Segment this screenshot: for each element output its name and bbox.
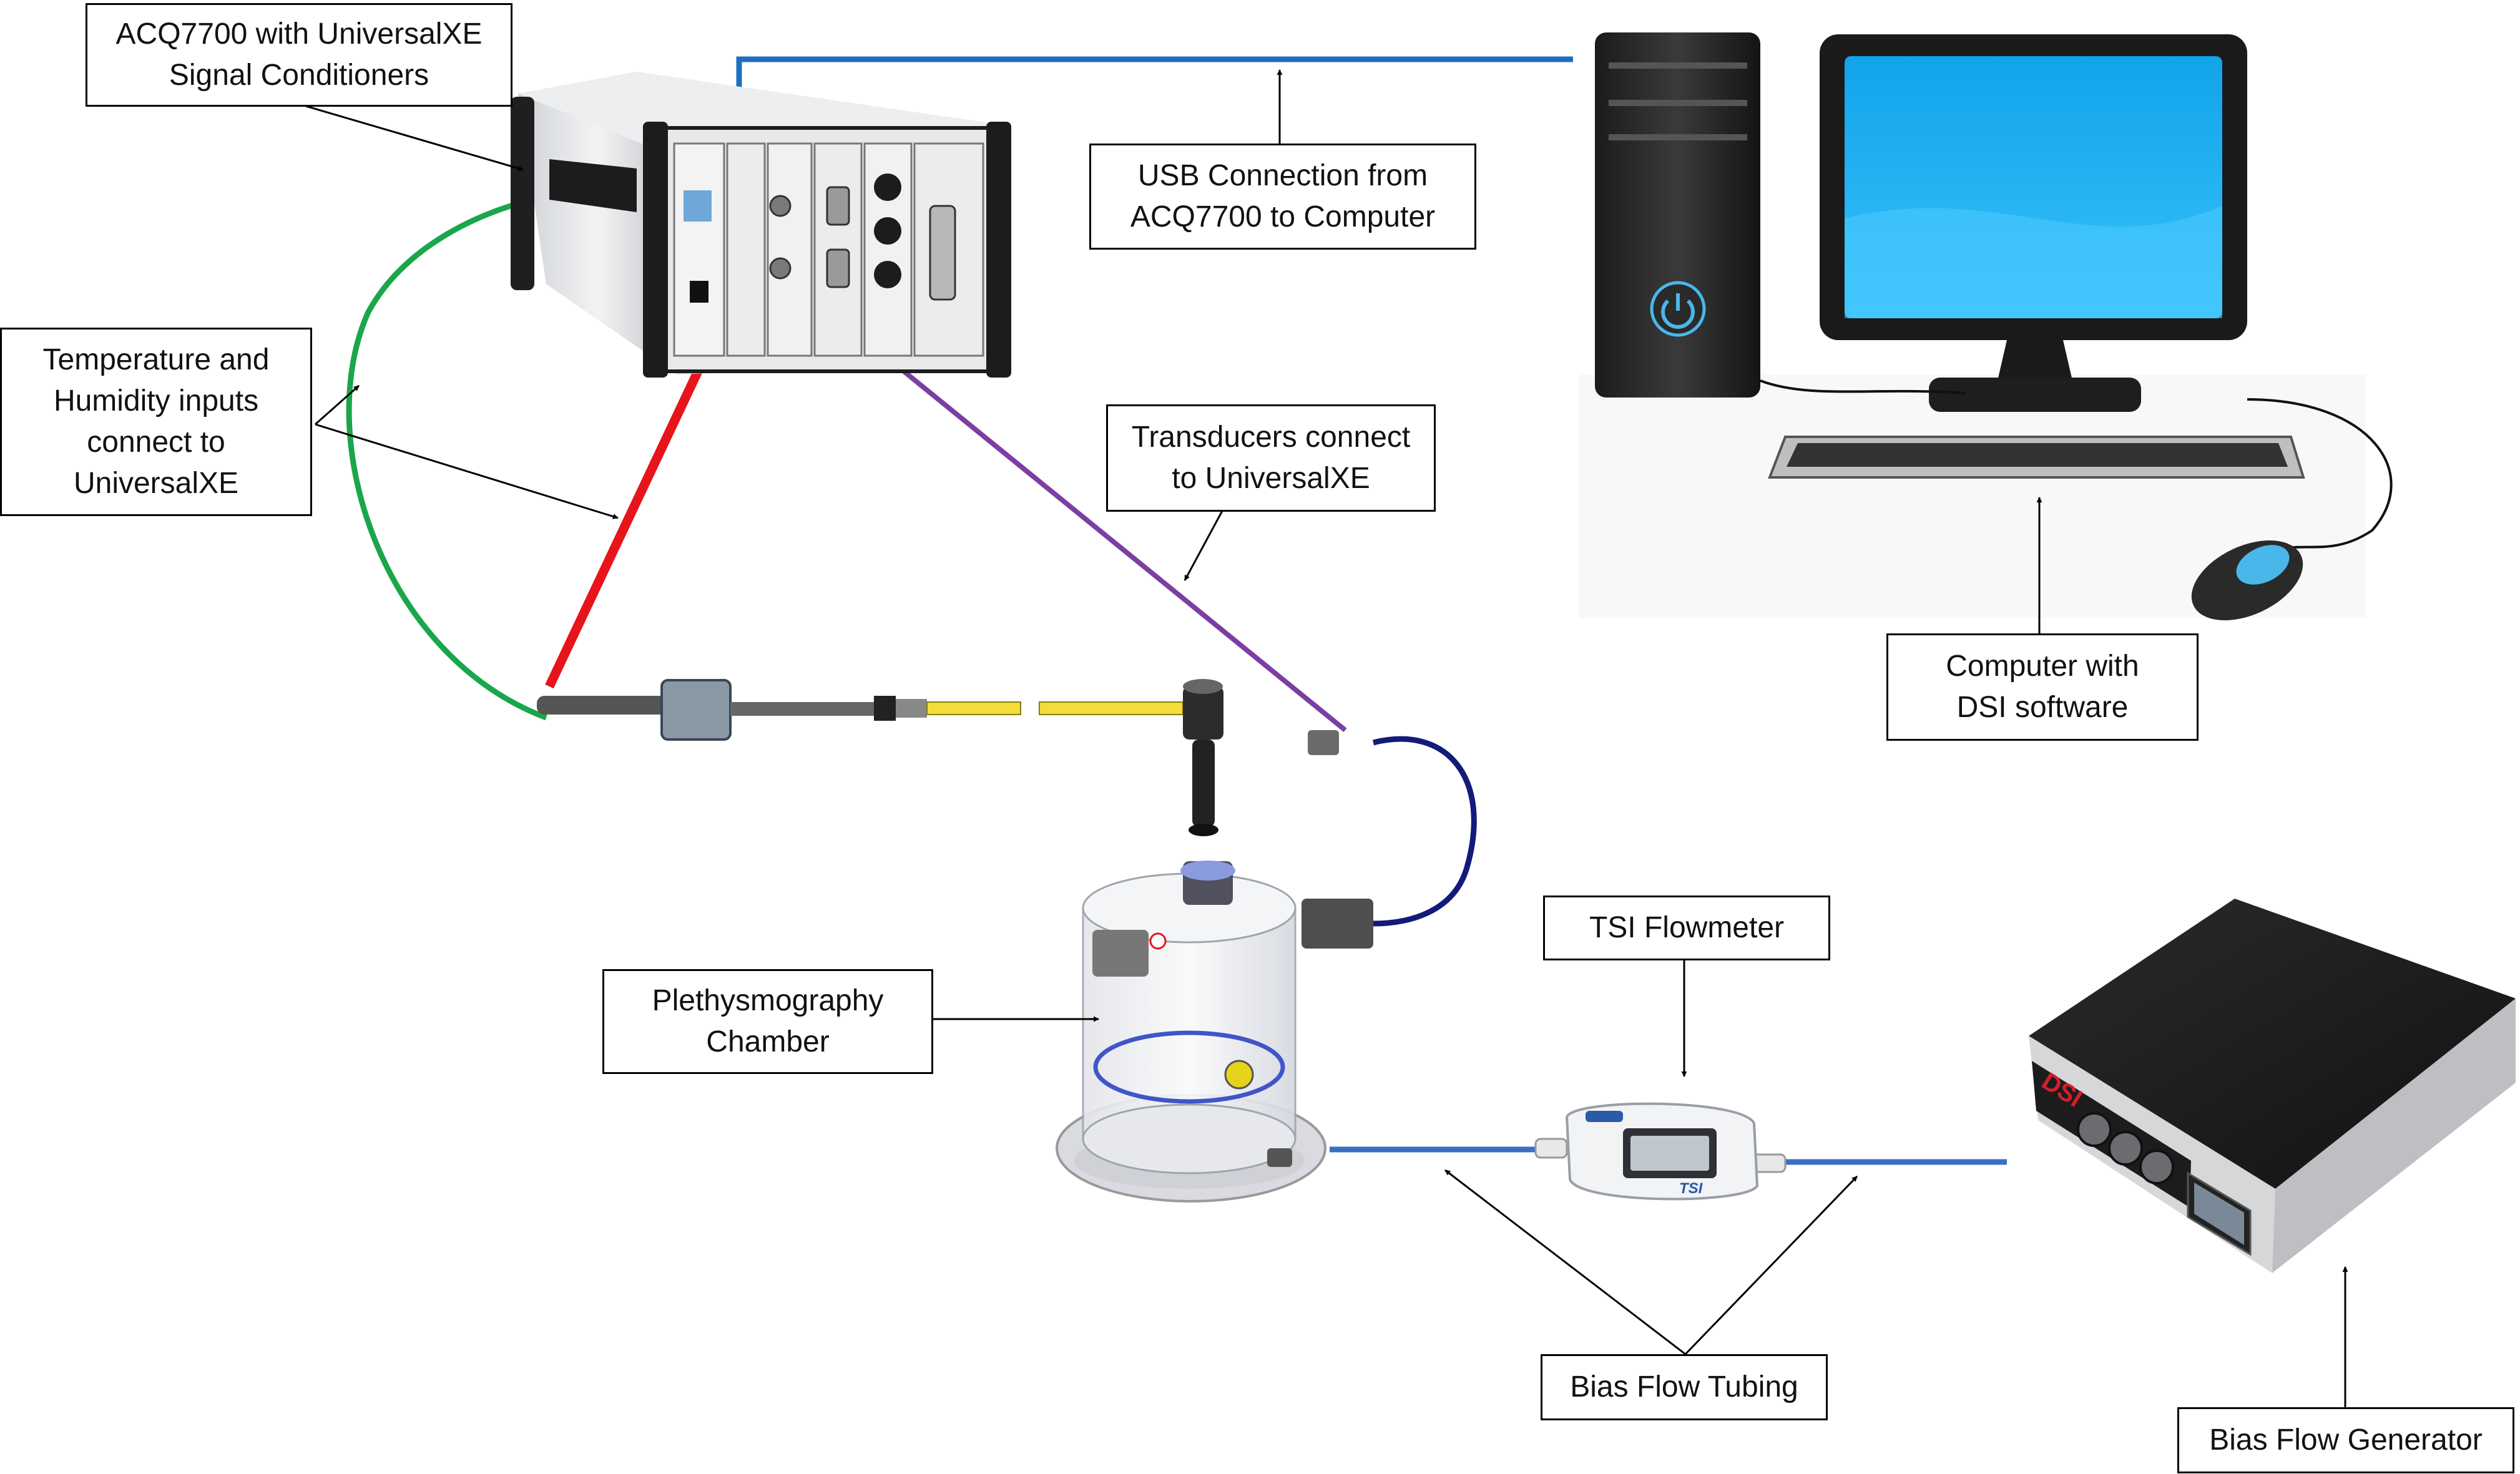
bias-flow-generator-label-line1: Bias Flow Generator — [2209, 1423, 2483, 1457]
tsi-flowmeter: TSI — [1534, 1102, 1787, 1201]
acq7700-chassis — [511, 72, 1011, 378]
bias-flow-tubing-label-line1: Bias Flow Tubing — [1570, 1370, 1798, 1403]
temperature-humidity-label-line2: Humidity inputs — [53, 384, 259, 417]
computer-label-line2: DSI software — [1956, 691, 2129, 724]
callout-arrows — [305, 69, 2348, 1407]
temperature-humidity-label-line1: Temperature and — [42, 343, 270, 376]
temperature-humidity-label: Temperature and Humidity inputs connect … — [0, 328, 312, 516]
usb-connection-label: USB Connection from ACQ7700 to Computer — [1089, 144, 1476, 250]
acq7700-label: ACQ7700 with UniversalXE Signal Conditio… — [86, 3, 512, 107]
temperature-humidity-label-line3: connect to — [87, 426, 225, 459]
bias-flow-generator-label: Bias Flow Generator — [2177, 1407, 2514, 1473]
temperature-humidity-label-line4: UniversalXE — [73, 467, 239, 500]
plethysmography-chamber-label: Plethysmography Chamber — [602, 969, 933, 1074]
computer-label-line1: Computer with — [1946, 650, 2139, 683]
transducers-label: Transducers connect to UniversalXE — [1106, 404, 1436, 512]
transducers-label-line1: Transducers connect — [1131, 421, 1411, 454]
usb-connection-label-line2: ACQ7700 to Computer — [1130, 200, 1436, 233]
tsi-flowmeter-label: TSI Flowmeter — [1543, 896, 1830, 960]
bias-flow-tubing-label: Bias Flow Tubing — [1541, 1354, 1828, 1420]
transducers-label-line2: to UniversalXE — [1172, 462, 1370, 495]
bias-flow-generator: DSI — [2029, 899, 2516, 1273]
flowmeter-brand: TSI — [1679, 1180, 1704, 1197]
computer-label: Computer with DSI software — [1886, 633, 2199, 741]
usb-connection-label-line1: USB Connection from — [1137, 159, 1428, 192]
plethysmography-chamber-label-line2: Chamber — [706, 1025, 830, 1058]
plethysmography-chamber — [1056, 730, 1373, 1203]
temperature-humidity-probe — [537, 679, 1223, 836]
computer-workstation — [1579, 32, 2393, 621]
tsi-flowmeter-label-line1: TSI Flowmeter — [1589, 911, 1785, 944]
pc-tower — [1595, 32, 1760, 398]
acq7700-label-line1: ACQ7700 with UniversalXE — [115, 17, 483, 51]
chamber-cable — [1372, 736, 1477, 927]
acq7700-label-line2: Signal Conditioners — [169, 59, 429, 92]
plethysmography-chamber-label-line1: Plethysmography — [652, 984, 884, 1017]
